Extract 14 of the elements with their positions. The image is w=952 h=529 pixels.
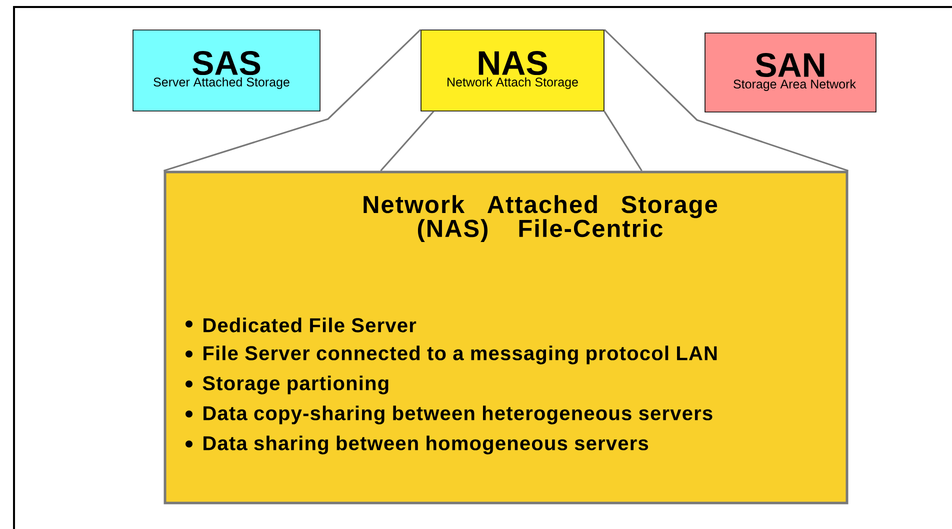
storage-type-box: SAN Storage Area Network xyxy=(704,32,876,112)
storage-type-box: SAS Server Attached Storage xyxy=(132,30,320,112)
bullet-item: Data sharing between homogeneous servers xyxy=(204,436,648,454)
storage-type-box: NAS Network Attach Storage xyxy=(420,30,604,112)
connector-line xyxy=(164,29,422,172)
detail-panel xyxy=(164,170,848,504)
connector-line xyxy=(380,110,434,172)
bullet-item: Dedicated File Server xyxy=(204,318,416,332)
connector-line xyxy=(604,110,642,172)
bullet-item: Storage partioning xyxy=(202,376,388,394)
connector-line xyxy=(604,29,849,172)
bullet-item: File Server connected to a messaging protocol LAN xyxy=(204,346,717,364)
panel-heading: Network Attached Storage (NAS) File-Centric xyxy=(364,195,718,242)
bullet-item: Data copy-sharing between heterogeneous servers xyxy=(204,406,712,424)
